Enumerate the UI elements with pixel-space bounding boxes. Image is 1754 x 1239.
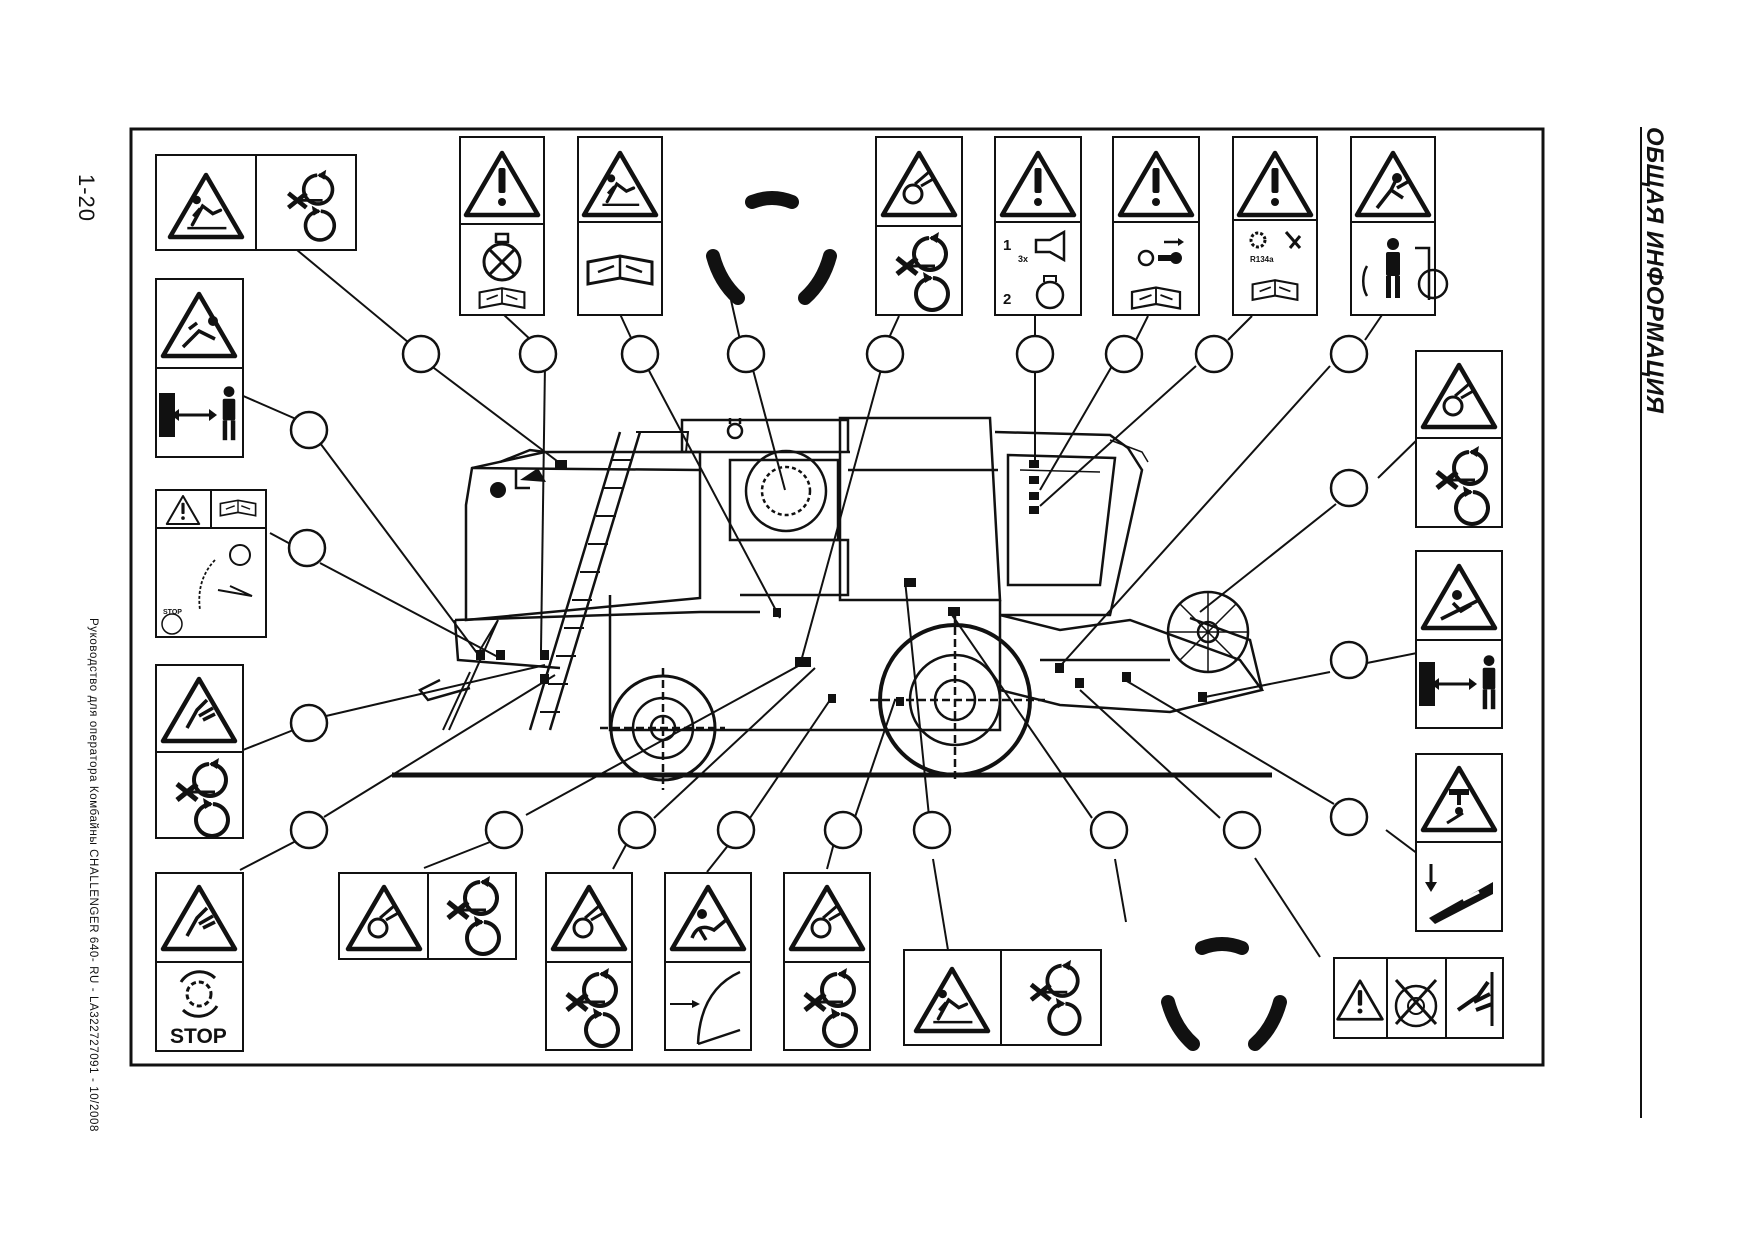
decal-entanglement-rotating <box>875 136 963 316</box>
callout-circle <box>620 334 660 374</box>
decal-crush-rotating-parts <box>155 154 357 251</box>
callout-circle <box>1104 334 1144 374</box>
callout-circle <box>1015 334 1055 374</box>
callout-circle <box>287 528 327 568</box>
safety-distance-icon <box>159 386 236 441</box>
decal-entanglement-rotating-bottom <box>338 872 517 960</box>
callout-circle <box>912 810 952 850</box>
callout-circle <box>726 334 766 374</box>
decal-refrigerant-service: R134a <box>1232 136 1318 316</box>
callout-circle <box>1329 468 1369 508</box>
callout-circle <box>823 810 863 850</box>
decal-hazard-manual <box>577 136 663 316</box>
section-title: ОБЩАЯ ИНФОРМАЦИЯ <box>1641 127 1668 414</box>
callout-circle <box>289 703 329 743</box>
repeat-count: 3x <box>1018 254 1028 264</box>
refrigerant-label: R134a <box>1250 255 1274 264</box>
key-icon <box>1137 238 1184 267</box>
callout-circle <box>617 810 657 850</box>
decal-belt-guard <box>1333 957 1504 1039</box>
diagram-frame <box>129 127 1545 1067</box>
decal-crush-rotating-bottom <box>903 949 1102 1046</box>
decal-falling-object <box>1415 753 1503 932</box>
decal-position-markers <box>476 460 1207 706</box>
decal-entanglement-rotating-b2 <box>545 872 633 1051</box>
callout-circle <box>518 334 558 374</box>
decal-falling-person <box>1350 136 1449 316</box>
sequence-number-1: 1 <box>1003 237 1011 254</box>
decal-safety-distance <box>155 278 244 458</box>
decal-hand-entanglement <box>155 664 244 839</box>
decal-horn-start-sequence: 1 3x 2 <box>994 136 1082 316</box>
callout-circles <box>287 334 1369 850</box>
callout-circle <box>1194 334 1234 374</box>
decal-entanglement-rotating-right <box>1415 350 1503 528</box>
stop-small-label: STOP <box>163 609 182 616</box>
page-number: 1-20 <box>74 174 99 223</box>
callout-circle <box>1222 810 1262 850</box>
horn-icon <box>1034 229 1066 263</box>
callout-circle <box>865 334 905 374</box>
callout-circle <box>484 810 524 850</box>
footer-text: Руководство для оператора Комбайны CHALL… <box>87 618 99 1132</box>
callout-circle <box>289 810 329 850</box>
callout-circle <box>401 334 441 374</box>
combine-harvester-drawing <box>392 416 1272 790</box>
callout-circle <box>1329 640 1369 680</box>
decal-stop-rotation: STOP <box>155 872 244 1052</box>
falling-object-icon <box>1423 768 1495 830</box>
decal-header-crush <box>664 872 752 1051</box>
callout-circle <box>1329 797 1369 837</box>
callout-circle <box>289 410 329 450</box>
callout-circle <box>1329 334 1369 374</box>
decal-header-safety-distance <box>1415 550 1503 729</box>
rotation-direction-icon <box>706 191 837 305</box>
decal-feeder-lock-procedure: STOP <box>155 489 267 638</box>
callout-circle <box>716 810 756 850</box>
stop-label: STOP <box>170 1025 227 1048</box>
decal-warning-manual <box>459 136 545 316</box>
rotation-direction-icon <box>1161 937 1287 1051</box>
decal-entanglement-rotating-b4 <box>783 872 871 1051</box>
leader-lines <box>239 249 1423 958</box>
callout-circle <box>1089 810 1129 850</box>
sequence-number-2: 2 <box>1003 291 1011 308</box>
decal-remove-key-manual <box>1112 136 1200 316</box>
